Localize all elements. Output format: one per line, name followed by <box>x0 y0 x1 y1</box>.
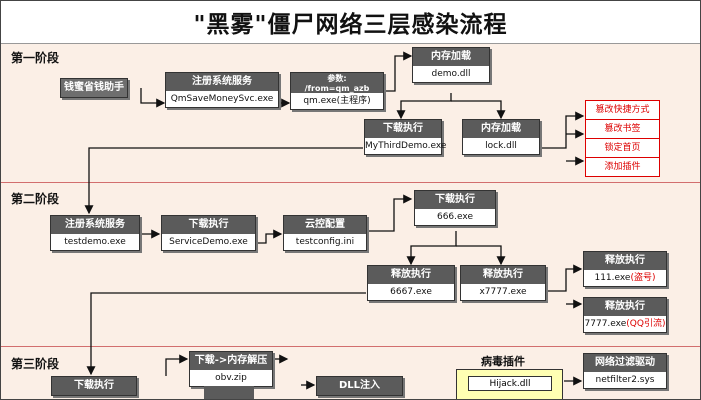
stage-label-3: 第三阶段 <box>11 357 60 371</box>
node-body: testdemo.exe <box>64 237 126 247</box>
param-line-1: 参数: <box>327 74 347 83</box>
node-body: qm.exe(主程序) <box>303 96 371 106</box>
stage-divider <box>1 346 700 347</box>
stage2-cloud-config: 云控配置 testconfig.ini <box>283 215 367 251</box>
node-body: x7777.exe <box>479 287 527 297</box>
stage1-memload-lock: 内存加载 lock.dll <box>462 119 540 155</box>
stage2-register-service: 注册系统服务 testdemo.exe <box>50 215 140 251</box>
action-item: 篡改书签 <box>586 120 659 139</box>
node-body: MyThirdDemo.exe <box>365 141 447 151</box>
node-body: 111.exe(盗号) <box>584 270 666 286</box>
node-header: 网络过滤驱动 <box>584 354 666 372</box>
stage1-actions-list: 篡改快捷方式 篡改书签 锁定首页 添加插件 <box>585 100 660 177</box>
stage2-release-x7777: 释放执行 x7777.exe <box>460 265 546 301</box>
node-header: 释放执行 <box>584 298 666 316</box>
node-body: QmSaveMoneySvc.exe <box>170 94 274 104</box>
stage3-net-filter-driver: 网络过滤驱动 netfilter2.sys <box>583 353 667 389</box>
diagram-title: "黑雾"僵尸网络三层感染流程 <box>193 12 508 38</box>
stage1-memload-demo: 内存加载 demo.dll <box>412 47 490 83</box>
start-app-label: 钱蜜省钱助手 <box>60 78 128 98</box>
node-header: 注册系统服务 <box>51 216 139 234</box>
plugin-title: 病毒插件 <box>481 355 525 368</box>
stage1-register-service: 注册系统服务 QmSaveMoneySvc.exe <box>165 72 279 108</box>
node-header: 释放执行 <box>461 266 545 284</box>
node-header: 下载执行 <box>415 191 495 209</box>
stage-label-2: 第二阶段 <box>11 192 60 206</box>
node-header: 参数: /from=qm_azb <box>291 73 383 93</box>
node-header: 下载->内存解压 <box>190 352 272 370</box>
stage2-download-666: 下载执行 666.exe <box>414 190 496 226</box>
purpose-note: (盗号) <box>630 273 656 283</box>
stage3-dll-inject: DLL注入 <box>316 376 403 396</box>
stage2-release-6667: 释放执行 6667.exe <box>367 265 455 301</box>
node-header: 释放执行 <box>368 266 454 284</box>
file-name: 7777.exe <box>584 319 627 329</box>
node-header: 注册系统服务 <box>166 73 278 91</box>
node-header: 下载执行 <box>162 216 255 234</box>
stage1-download-exec: 下载执行 MyThirdDemo.exe <box>364 119 447 155</box>
stage2-release-7777: 释放执行 7777.exe(QQ引流) <box>583 297 667 333</box>
node-header: 内存加载 <box>463 120 539 138</box>
plugin-item: Hijack.dll <box>468 376 552 391</box>
stage-label-1: 第一阶段 <box>11 51 60 65</box>
node-body: demo.dll <box>431 69 471 79</box>
stage1-param-node: 参数: /from=qm_azb qm.exe(主程序) <box>290 72 384 110</box>
node-body: 6667.exe <box>390 287 432 297</box>
title-bar: "黑雾"僵尸网络三层感染流程 <box>1 1 700 44</box>
stage2-release-111: 释放执行 111.exe(盗号) <box>583 251 667 287</box>
stage2-download-servicedemo: 下载执行 ServiceDemo.exe <box>161 215 256 251</box>
node-header: 下载执行 <box>365 120 441 138</box>
action-item: 篡改快捷方式 <box>586 101 659 120</box>
node-body: testconfig.ini <box>295 237 355 247</box>
stage-divider <box>1 182 700 183</box>
param-line-2: /from=qm_azb <box>304 84 370 93</box>
node-body: 7777.exe(QQ引流) <box>584 316 666 332</box>
node-header: 释放执行 <box>584 252 666 270</box>
stage3-download-exec: 下载执行 <box>51 376 137 396</box>
node-body: 666.exe <box>436 212 473 222</box>
node-body: netfilter2.sys <box>595 375 655 385</box>
node-body: obv.zip <box>215 373 247 383</box>
action-item: 锁定首页 <box>586 139 659 158</box>
node-header: 云控配置 <box>284 216 366 234</box>
purpose-note: (QQ引流) <box>626 319 666 329</box>
file-name: 111.exe <box>594 273 631 283</box>
node-body: ServiceDemo.exe <box>169 237 248 247</box>
stage3-decompress-arrow <box>204 386 254 399</box>
node-header: 内存加载 <box>413 48 489 66</box>
stage3-download-decompress: 下载->内存解压 obv.zip <box>189 351 273 387</box>
node-header: 下载执行 <box>52 377 136 395</box>
node-body: lock.dll <box>485 141 517 151</box>
node-header: DLL注入 <box>317 377 402 395</box>
action-item: 添加插件 <box>604 162 641 172</box>
